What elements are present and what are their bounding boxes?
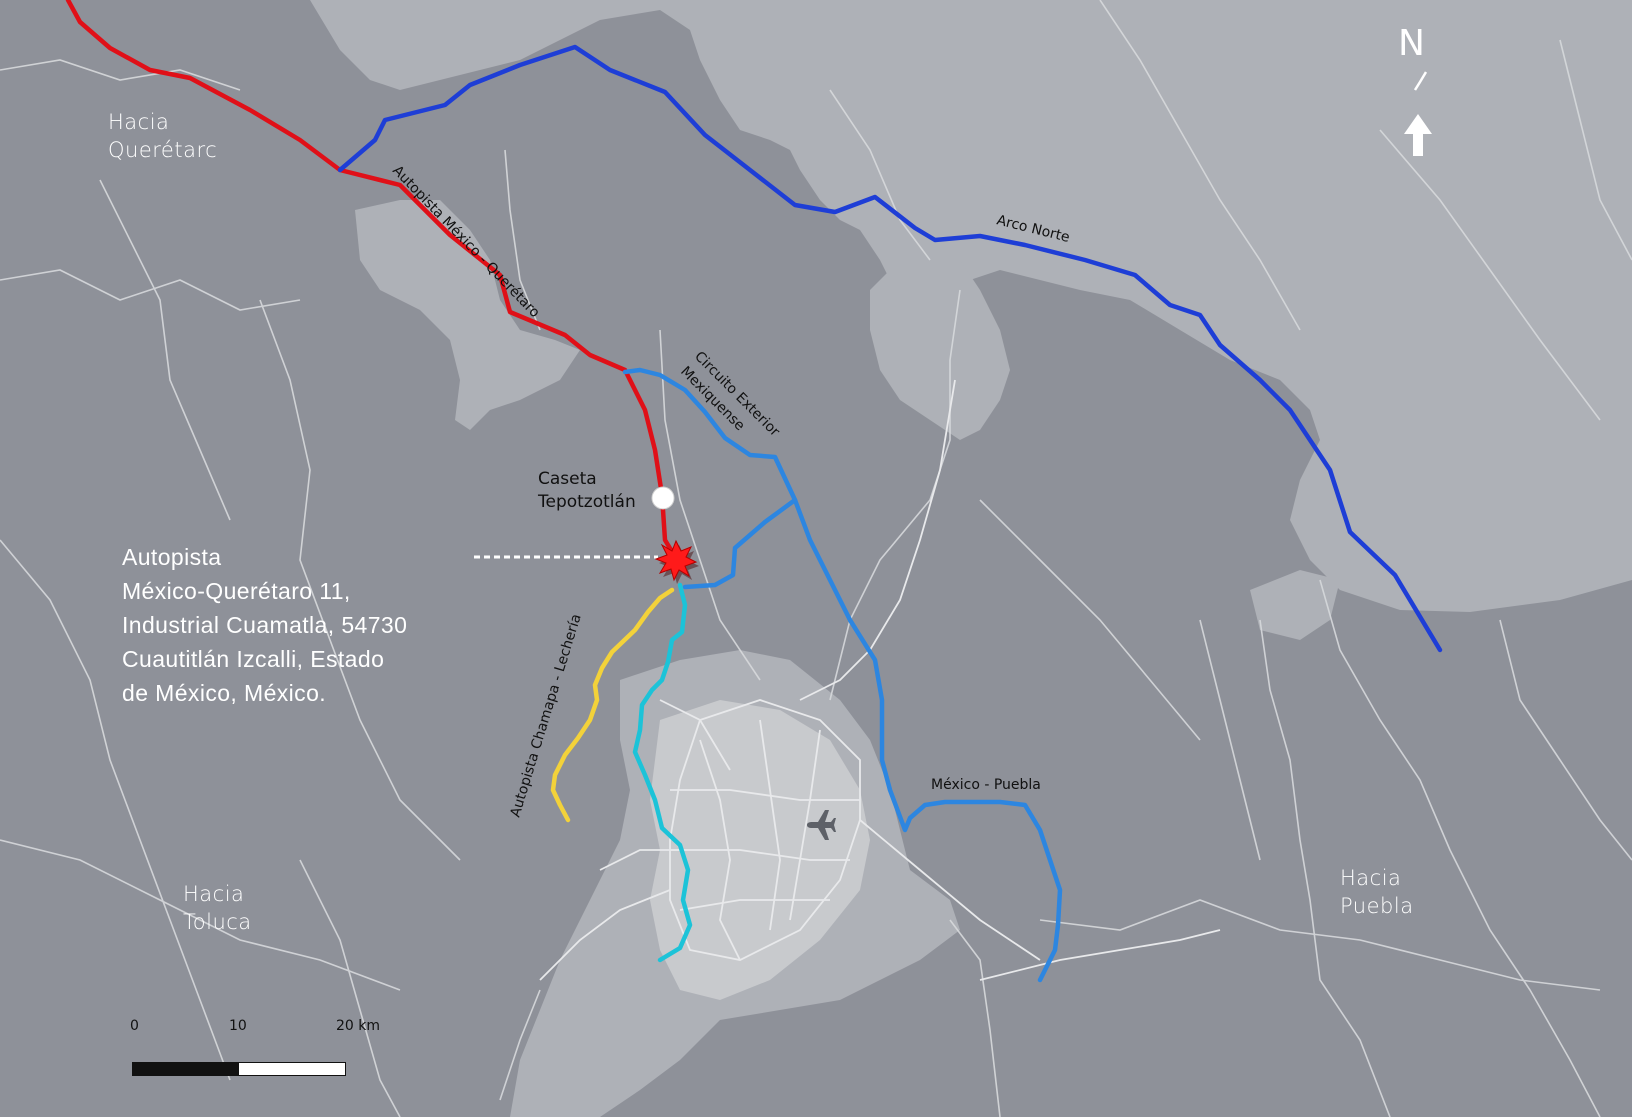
ring-road: [669, 699, 861, 961]
label-line: Toluca: [183, 910, 252, 934]
road-arco-norte: [337, 44, 1443, 653]
north-arrow-icon: [1404, 71, 1432, 156]
north-label: N: [1398, 23, 1425, 64]
address-line: Industrial Cuamatla, 54730: [122, 612, 408, 638]
address-line: de México, México.: [122, 680, 327, 706]
address-line: Autopista: [122, 544, 222, 570]
city-core: [650, 700, 870, 1000]
road-periferico-cyan: [632, 582, 693, 963]
road-line: [504, 149, 541, 331]
location-marker-icon[interactable]: [654, 539, 699, 584]
label-caseta-tepotzotlan: Caseta Tepotzotlán: [538, 468, 636, 514]
east-pocket: [1250, 570, 1340, 640]
road-line: [1379, 129, 1601, 421]
road-line: [99, 179, 231, 521]
toll-booth-icon[interactable]: [651, 486, 675, 510]
highways: [65, 0, 1443, 983]
north-valley: [355, 200, 580, 430]
label-line: Puebla: [1340, 894, 1414, 918]
north-tick: [1413, 71, 1428, 91]
mexico-city-core: [650, 700, 870, 1000]
road-line: [659, 329, 761, 681]
city-road: [759, 719, 781, 931]
scale-tick-label: 10: [229, 1018, 247, 1034]
road-line: [259, 299, 461, 861]
label-line: Querétarc: [108, 138, 218, 162]
label-line: Hacia: [1340, 866, 1402, 890]
road-circuito-exterior: [622, 367, 1063, 983]
airport-icon: [807, 810, 836, 840]
city-road: [539, 889, 671, 981]
road-line: [949, 919, 1001, 1117]
address-block: Autopista México-Querétaro 11, Industria…: [122, 540, 407, 710]
road-line: [979, 499, 1201, 741]
city-road: [979, 929, 1221, 981]
road-line: [1559, 39, 1632, 261]
label-line: Hacia: [108, 110, 170, 134]
city-road: [799, 379, 956, 701]
city-road: [670, 849, 850, 861]
road-line: [1199, 619, 1261, 861]
road-line: [1099, 0, 1301, 331]
city-road: [679, 899, 830, 911]
road-line: [299, 859, 401, 1117]
address-line: México-Querétaro 11,: [122, 578, 351, 604]
road-chamapa-lecheria: [550, 587, 675, 823]
airplane-shape: [807, 810, 836, 840]
road-line: [499, 989, 541, 1101]
road-line: [0, 539, 231, 1081]
road-circuito-branch: [682, 497, 798, 590]
scale-tick-label: 20 km: [336, 1018, 381, 1034]
scale-tick-label: 0: [130, 1018, 139, 1034]
northeast-region: [310, 0, 1632, 612]
city-road: [789, 729, 821, 921]
road-line: [1499, 619, 1632, 861]
label-hacia-queretaro: Hacia Querétarc: [108, 108, 217, 164]
road-line: [0, 59, 241, 91]
label-mexico-puebla: México - Puebla: [931, 777, 1041, 793]
road-line: [0, 839, 401, 991]
north-arrow-head: [1404, 114, 1432, 156]
texcoco-region: [870, 250, 1010, 440]
road-line: [1039, 899, 1601, 991]
label-line: Hacia: [183, 882, 245, 906]
label-line: Tepotzotlán: [538, 492, 636, 512]
city-road: [859, 819, 1041, 961]
road-mexico-queretaro: [65, 0, 683, 568]
city-road-grid: [539, 379, 1221, 981]
road-line: [1319, 579, 1601, 1117]
address-line: Cuautitlán Izcalli, Estado: [122, 646, 385, 672]
road-line: [1259, 619, 1391, 1117]
scale-segment-light: [238, 1062, 346, 1076]
city-road: [599, 849, 680, 871]
label-hacia-toluca: Hacia Toluca: [183, 880, 252, 936]
scale-segment-dark: [132, 1062, 240, 1076]
city-road: [659, 699, 731, 771]
road-line: [829, 89, 931, 261]
marker-star: [654, 539, 698, 582]
label-hacia-puebla: Hacia Puebla: [1340, 864, 1414, 920]
city-road: [699, 739, 741, 961]
north-indicator: N: [1398, 26, 1438, 166]
road-line: [0, 269, 301, 311]
label-line: Caseta: [538, 469, 597, 489]
city-road: [670, 789, 860, 801]
